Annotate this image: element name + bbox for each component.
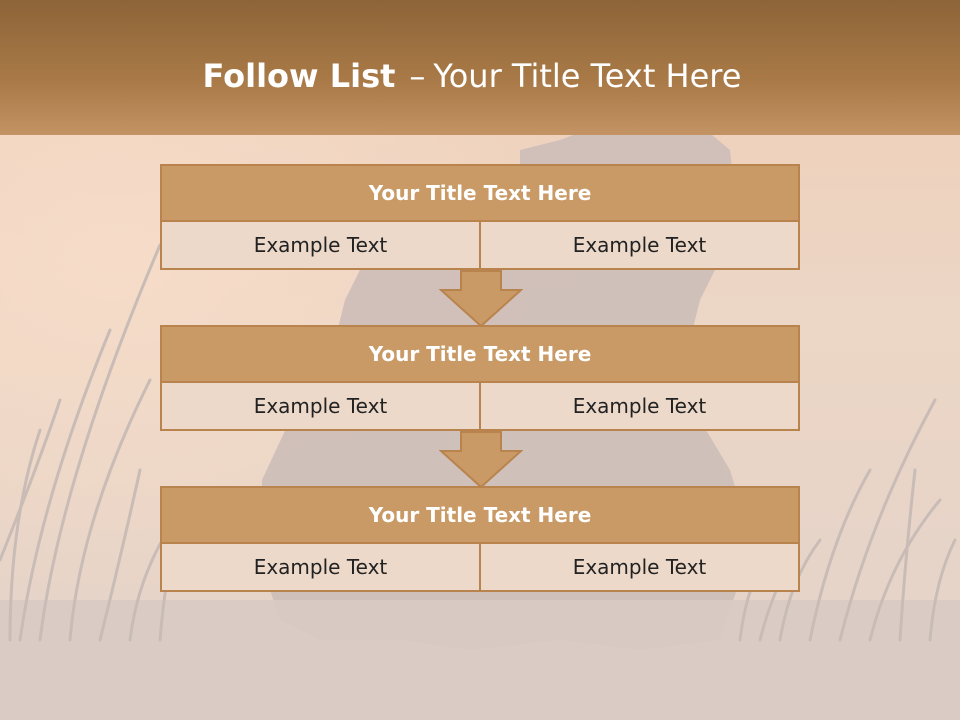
step-title: Your Title Text Here (162, 166, 798, 222)
step-row: Example Text Example Text (162, 383, 798, 429)
step-left-text: Example Text (253, 233, 388, 257)
step-title: Your Title Text Here (162, 327, 798, 383)
step-row: Example Text Example Text (162, 222, 798, 268)
step-box-3: Your Title Text Here Example Text Exampl… (160, 486, 800, 592)
title-band (0, 0, 960, 135)
down-arrow-icon (439, 431, 523, 489)
step-box-1: Your Title Text Here Example Text Exampl… (160, 164, 800, 270)
slide-title-separator: – (409, 57, 426, 95)
step-title: Your Title Text Here (162, 488, 798, 544)
step-left-text: Example Text (253, 394, 388, 418)
step-box-2: Your Title Text Here Example Text Exampl… (160, 325, 800, 431)
step-right-text: Example Text (479, 222, 798, 268)
down-arrow-icon (439, 270, 523, 328)
step-left-text: Example Text (253, 555, 388, 579)
slide-title: Follow List–Your Title Text Here (0, 54, 944, 98)
step-right-text: Example Text (479, 544, 798, 590)
step-right-text: Example Text (479, 383, 798, 429)
step-row: Example Text Example Text (162, 544, 798, 590)
slide-title-rest: Your Title Text Here (433, 57, 742, 95)
slide-title-bold: Follow List (202, 57, 396, 95)
